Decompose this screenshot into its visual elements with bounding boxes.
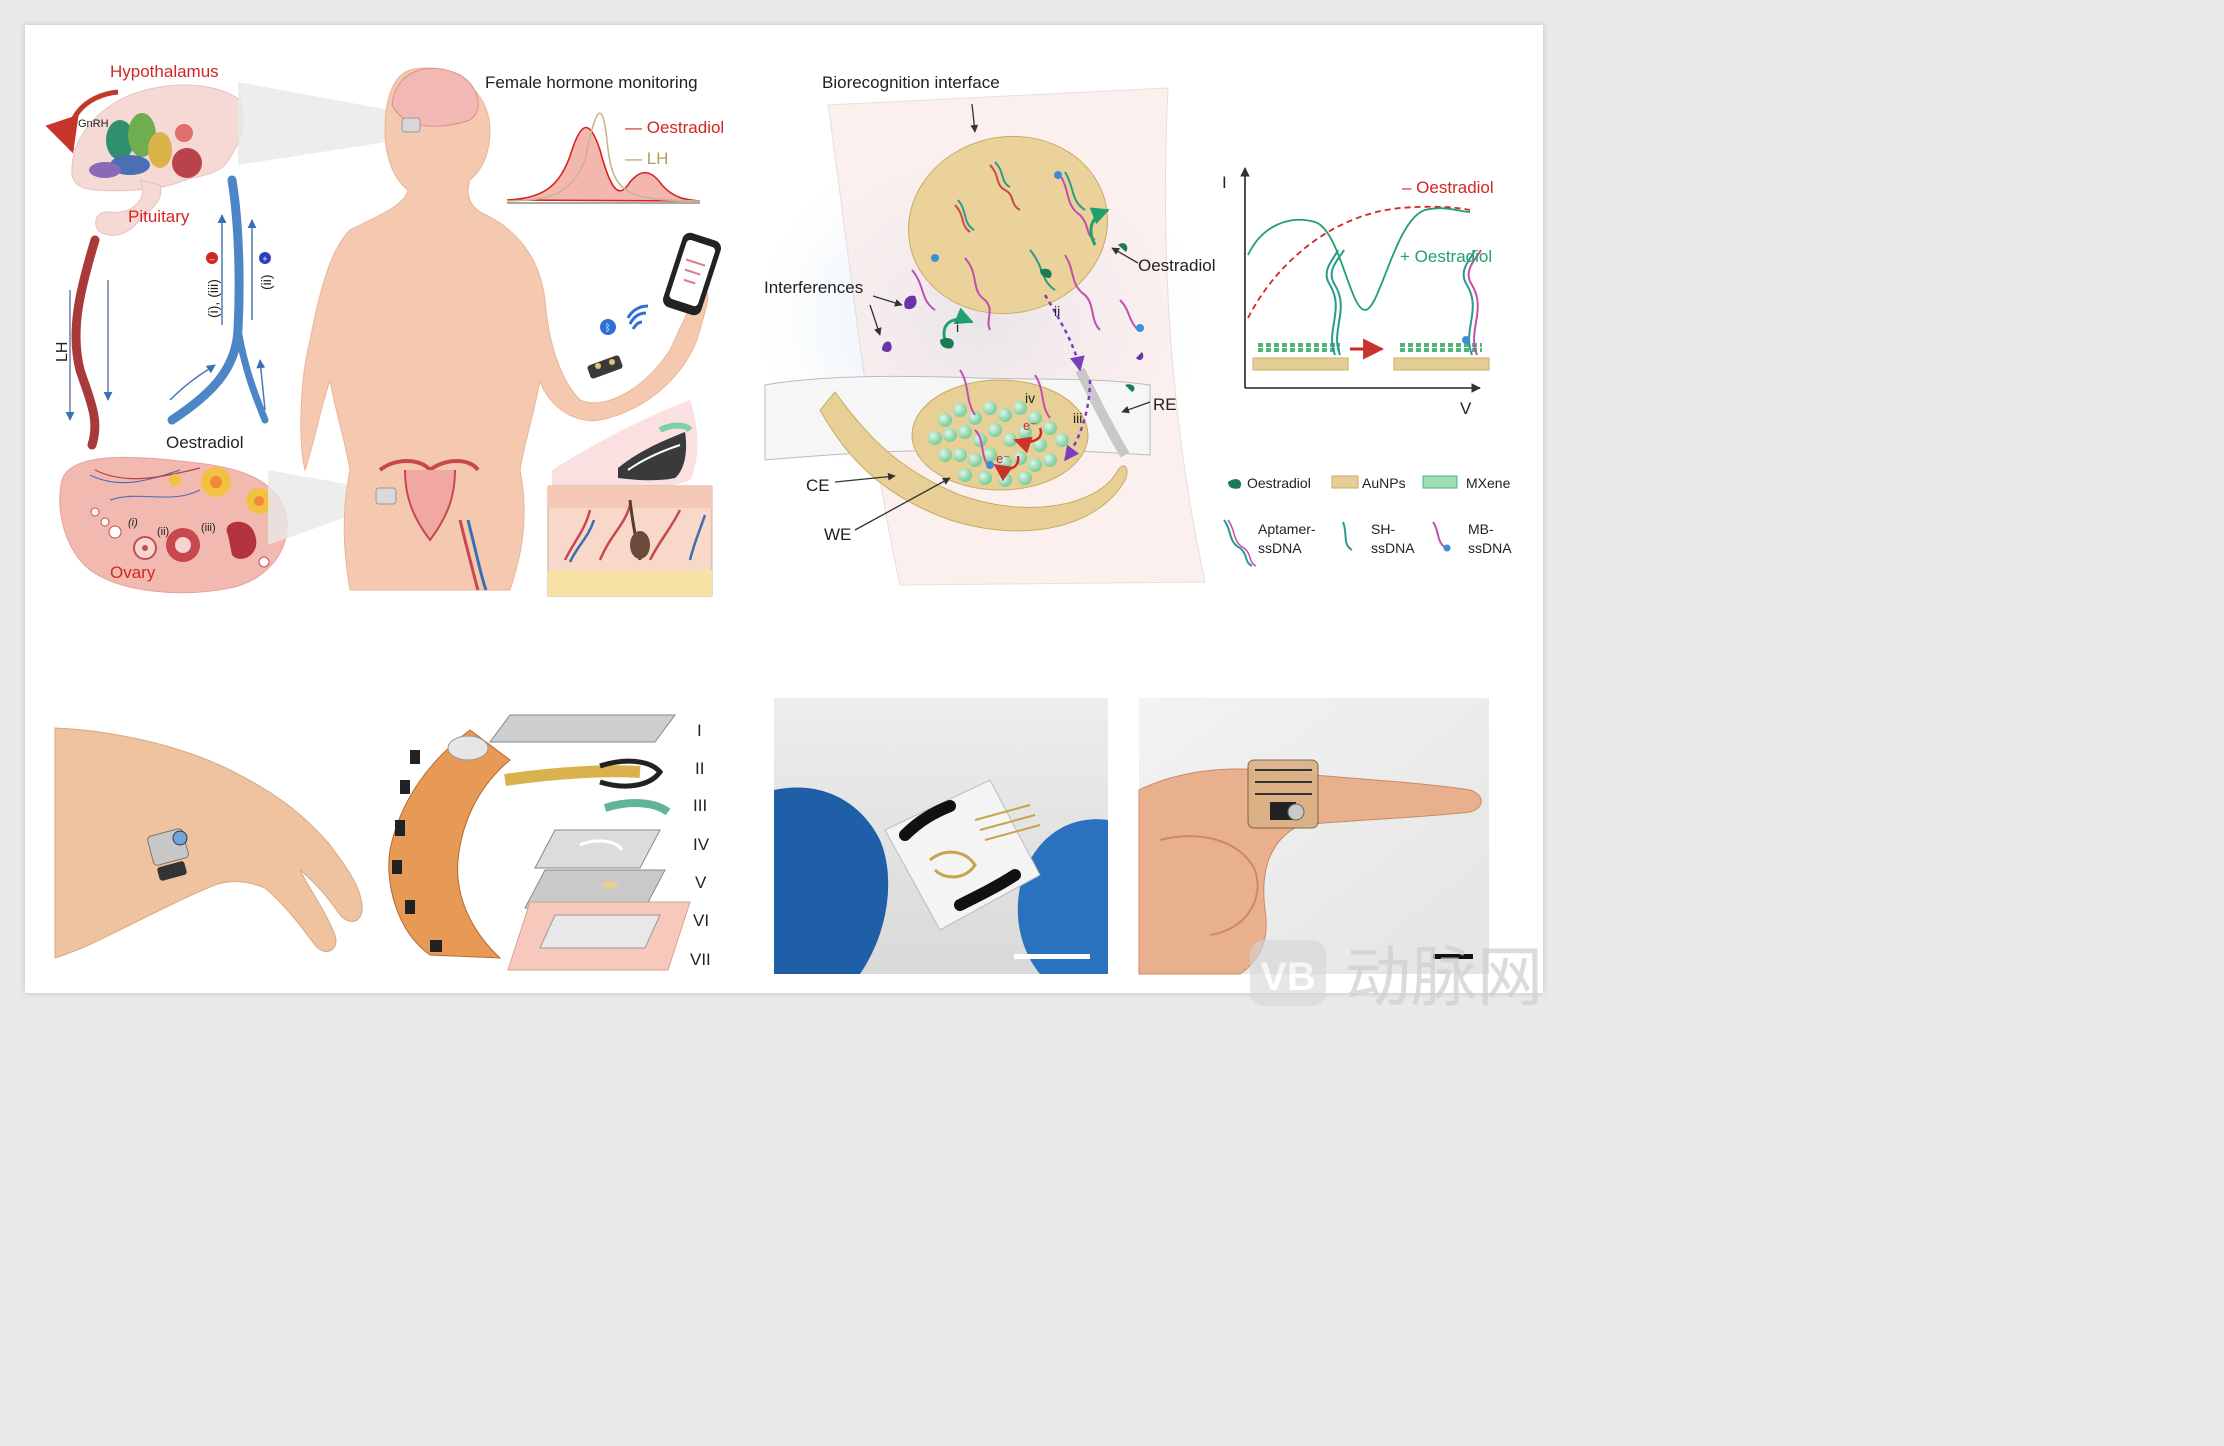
ovary-label: Ovary: [110, 563, 156, 582]
lh-axis-label: LH: [54, 342, 71, 362]
step-ii-label: ii: [1054, 303, 1060, 319]
gnrh-label: GnRH: [78, 118, 109, 130]
svg-text:ᛒ: ᛒ: [605, 323, 611, 334]
hormone-curve-plot: [506, 112, 701, 204]
layer-label-4: IV: [693, 835, 710, 854]
hand-with-ring-illustration: [54, 727, 363, 959]
layer-label-5: V: [695, 873, 707, 892]
svg-text:+: +: [262, 254, 267, 264]
step-iii-label: iii: [1073, 410, 1082, 426]
biosensor-schematic: [755, 87, 1206, 586]
interferences-label: Interferences: [764, 278, 863, 297]
minus-oestradiol-label: – Oestradiol: [1402, 178, 1494, 197]
svg-text:VB: VB: [1260, 955, 1316, 999]
roman-left-label: (i), (iii): [205, 279, 221, 318]
key-aunps: AuNPs: [1362, 475, 1406, 491]
electron-label-1: e⁻: [1023, 418, 1037, 433]
follicle-i-label: (i): [128, 517, 138, 529]
step-iv-label: iv: [1025, 390, 1035, 406]
lh-vessel: [65, 235, 113, 450]
legend-lh: — LH: [625, 149, 668, 168]
female-body-illustration: ᛒ: [238, 67, 721, 591]
layer-label-7: VII: [690, 950, 711, 969]
y-axis-label: I: [1222, 173, 1227, 192]
ce-label: CE: [806, 476, 830, 495]
hypothalamus-label: Hypothalamus: [110, 62, 219, 81]
hormone-monitoring-title: Female hormone monitoring: [485, 73, 698, 92]
exploded-sensor-layers: [388, 714, 691, 971]
key-sh-line1: SH-: [1371, 521, 1395, 537]
we-label: WE: [824, 525, 851, 544]
key-mxene: MXene: [1466, 475, 1511, 491]
follicle-ii-label: (ii): [157, 526, 169, 538]
plus-oestradiol-label: + Oestradiol: [1400, 247, 1492, 266]
layer-label-2: II: [695, 759, 704, 778]
re-label: RE: [1153, 395, 1177, 414]
biorecognition-label: Biorecognition interface: [822, 73, 1000, 92]
key-sh-line2: ssDNA: [1371, 540, 1415, 556]
watermark-logo: VB: [1250, 940, 1326, 1006]
x-axis-label: V: [1460, 399, 1472, 418]
iv-response-plot: [1240, 167, 1490, 393]
follicle-iii-label: (iii): [201, 522, 216, 534]
pituitary-label: Pituitary: [128, 207, 190, 226]
oestradiol-vessel: – +: [167, 175, 271, 425]
key-aptamer-line2: ssDNA: [1258, 540, 1302, 556]
watermark-text: 动脉网: [1345, 940, 1543, 1014]
svg-text:–: –: [209, 254, 214, 264]
key-mb-line1: MB-: [1468, 521, 1494, 537]
layer-label-1: I: [697, 721, 702, 740]
key-aptamer-line1: Aptamer-: [1258, 521, 1316, 537]
hypothalamus-pituitary-illustration: [45, 84, 244, 236]
key-oestradiol: Oestradiol: [1247, 475, 1311, 491]
step-i-label: i: [956, 319, 959, 335]
legend-key: [1223, 475, 1458, 567]
skin-cross-section: [547, 400, 713, 597]
legend-oestradiol: — Oestradiol: [625, 118, 724, 137]
sensor-photo-finger: [1138, 698, 1489, 975]
layer-label-6: VI: [693, 911, 709, 930]
layer-label-3: III: [693, 796, 707, 815]
oestradiol-schematic-label: Oestradiol: [1138, 256, 1215, 275]
sensor-photo-gloved-fingers: [774, 698, 1108, 974]
figure-canvas: Hypothalamus GnRH Pituitary LH – + (i), …: [45, 62, 1543, 1014]
ovary-illustration: [59, 456, 288, 594]
roman-right-label: (ii): [258, 274, 274, 290]
oestradiol-vessel-label: Oestradiol: [166, 433, 243, 452]
electron-label-2: e⁻: [996, 451, 1010, 466]
key-mb-line2: ssDNA: [1468, 540, 1512, 556]
